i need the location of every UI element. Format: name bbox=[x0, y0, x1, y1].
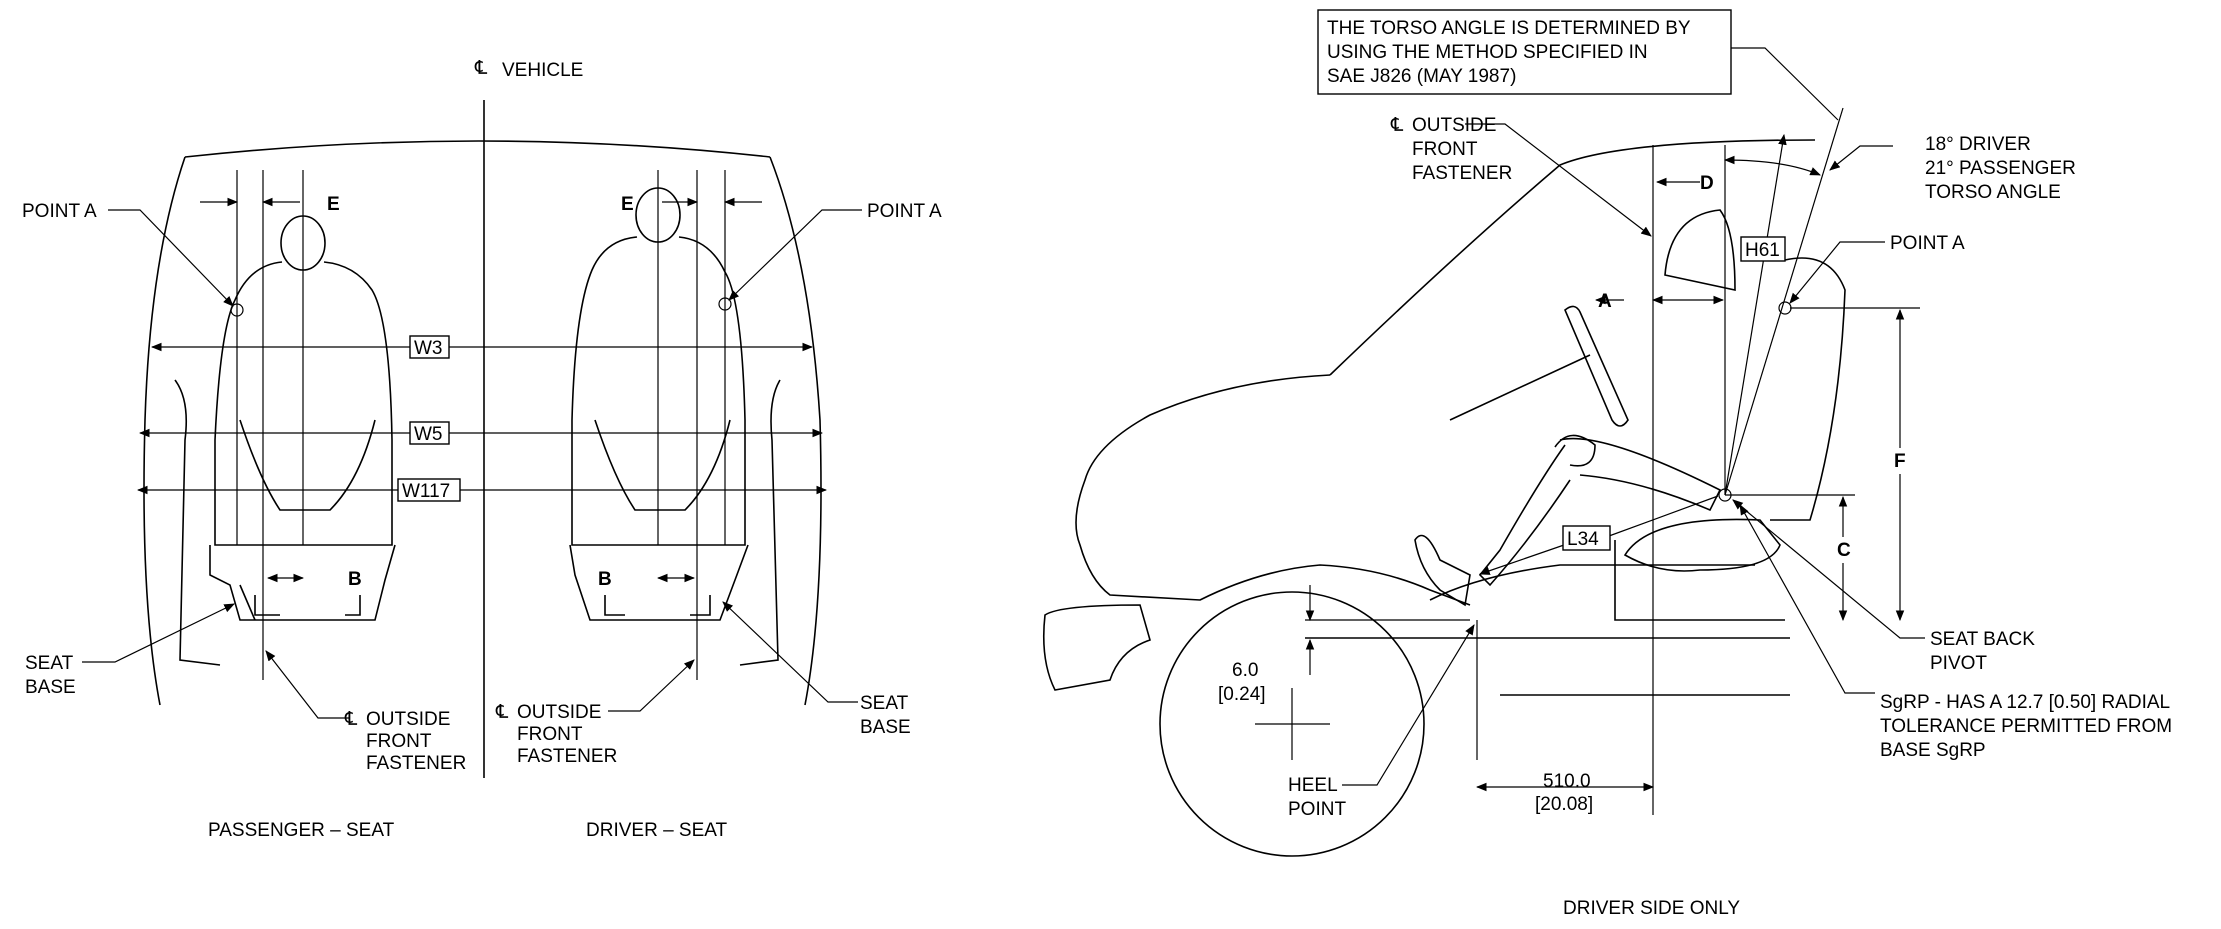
dim-w3: W3 bbox=[414, 338, 443, 359]
front-bumper bbox=[1042, 604, 1151, 691]
side-fastener-line1: OUTSIDE bbox=[1412, 115, 1496, 136]
point-a-side-label: POINT A bbox=[1890, 233, 1965, 254]
point-a-side-marker bbox=[1778, 301, 1792, 315]
front-wheel bbox=[1159, 591, 1425, 857]
seat-back-pivot-line1: SEAT BACK bbox=[1930, 629, 2035, 650]
dim-e-driver: E bbox=[621, 194, 634, 215]
driver-knee bbox=[1554, 434, 1596, 467]
roof-outline bbox=[184, 140, 771, 158]
seat-base-passenger-line1: SEAT bbox=[25, 653, 74, 674]
seat-base-driver-line1: SEAT bbox=[860, 693, 909, 714]
windshield-roof bbox=[1329, 139, 1816, 376]
seat-back-pivot-line2: PIVOT bbox=[1930, 653, 1987, 674]
sgrp-note-line2: TOLERANCE PERMITTED FROM bbox=[1880, 716, 2172, 737]
fastener-driver-line1: OUTSIDE bbox=[517, 702, 601, 723]
point-a-passenger-label: POINT A bbox=[22, 201, 97, 222]
h61-line bbox=[1724, 133, 1787, 496]
seat-cushion bbox=[1623, 518, 1781, 572]
torso-angle-line1: 18° DRIVER bbox=[1925, 134, 2031, 155]
point-a-driver-marker bbox=[718, 297, 732, 311]
heel-offset-line2: [0.24] bbox=[1218, 684, 1266, 705]
fastener-passenger-symbol: ℄ bbox=[344, 709, 358, 730]
side-fastener-symbol: ℄ bbox=[1390, 115, 1404, 136]
sgrp-marker bbox=[1718, 488, 1732, 502]
seat-base-passenger-line2: BASE bbox=[25, 677, 76, 698]
dim-c: C bbox=[1837, 540, 1851, 561]
seat-back bbox=[1770, 257, 1846, 521]
driver-head bbox=[1664, 209, 1736, 291]
fastener-passenger-line1: OUTSIDE bbox=[366, 709, 450, 730]
cowl-line bbox=[1429, 564, 1755, 601]
dim-e-passenger: E bbox=[327, 194, 340, 215]
vehicle-centerline-label: VEHICLE bbox=[502, 60, 583, 81]
fastener-driver-line3: FASTENER bbox=[517, 746, 617, 767]
side-fastener-line2: FRONT bbox=[1412, 139, 1478, 160]
horizontal-dim-line2: [20.08] bbox=[1535, 794, 1593, 815]
dim-a: A bbox=[1598, 291, 1612, 312]
heel-offset-line1: 6.0 bbox=[1232, 660, 1258, 681]
dim-f: F bbox=[1894, 451, 1906, 472]
torso-angle-line2: 21° PASSENGER bbox=[1925, 158, 2076, 179]
dim-b-passenger: B bbox=[348, 569, 362, 590]
dim-b-driver: B bbox=[598, 569, 612, 590]
hood-and-front bbox=[1075, 374, 1471, 606]
caption-passenger-seat: PASSENGER – SEAT bbox=[208, 820, 395, 841]
point-a-passenger-marker bbox=[230, 303, 244, 317]
side-fastener-line3: FASTENER bbox=[1412, 163, 1512, 184]
driver-seat bbox=[569, 187, 781, 666]
side-view: THE TORSO ANGLE IS DETERMINED BY USING T… bbox=[1042, 9, 2172, 919]
torso-note-line2: USING THE METHOD SPECIFIED IN bbox=[1327, 42, 1648, 63]
steering-column bbox=[1449, 354, 1591, 421]
heel-point-line2: POINT bbox=[1288, 799, 1346, 820]
fastener-driver-symbol: ℄ bbox=[495, 702, 509, 723]
dim-d: D bbox=[1700, 173, 1714, 194]
caption-driver-side-only: DRIVER SIDE ONLY bbox=[1563, 898, 1740, 919]
dim-w5: W5 bbox=[414, 424, 443, 445]
fastener-passenger-line2: FRONT bbox=[366, 731, 432, 752]
body-right-outline bbox=[769, 156, 822, 706]
dim-l34: L34 bbox=[1567, 529, 1599, 550]
driver-leg bbox=[1478, 444, 1571, 587]
dim-w117: W117 bbox=[402, 481, 450, 502]
fastener-passenger-line3: FASTENER bbox=[366, 753, 466, 774]
torso-note-line1: THE TORSO ANGLE IS DETERMINED BY bbox=[1327, 18, 1691, 39]
seat-base-outline bbox=[1614, 540, 1785, 621]
driver-foot bbox=[1414, 534, 1471, 607]
body-left-outline bbox=[143, 156, 186, 706]
fastener-driver-line2: FRONT bbox=[517, 724, 583, 745]
dim-h61: H61 bbox=[1745, 240, 1780, 261]
caption-driver-seat: DRIVER – SEAT bbox=[586, 820, 728, 841]
passenger-seat bbox=[174, 215, 396, 666]
front-view: ℄ VEHICLE bbox=[22, 58, 942, 841]
horizontal-dim-line1: 510.0 bbox=[1543, 771, 1591, 792]
steering-wheel bbox=[1564, 305, 1629, 427]
point-a-driver-label: POINT A bbox=[867, 201, 942, 222]
centerline-symbol: ℄ bbox=[474, 58, 488, 79]
torso-note-box bbox=[1317, 9, 1732, 95]
seat-base-driver-line2: BASE bbox=[860, 717, 911, 738]
driver-thigh bbox=[1559, 437, 1722, 512]
sgrp-note-line1: SgRP - HAS A 12.7 [0.50] RADIAL bbox=[1880, 692, 2170, 713]
torso-angle-line3: TORSO ANGLE bbox=[1925, 182, 2061, 203]
torso-note-line3: SAE J826 (MAY 1987) bbox=[1327, 66, 1516, 87]
sgrp-note-line3: BASE SgRP bbox=[1880, 740, 1986, 761]
heel-point-line1: HEEL bbox=[1288, 775, 1338, 796]
